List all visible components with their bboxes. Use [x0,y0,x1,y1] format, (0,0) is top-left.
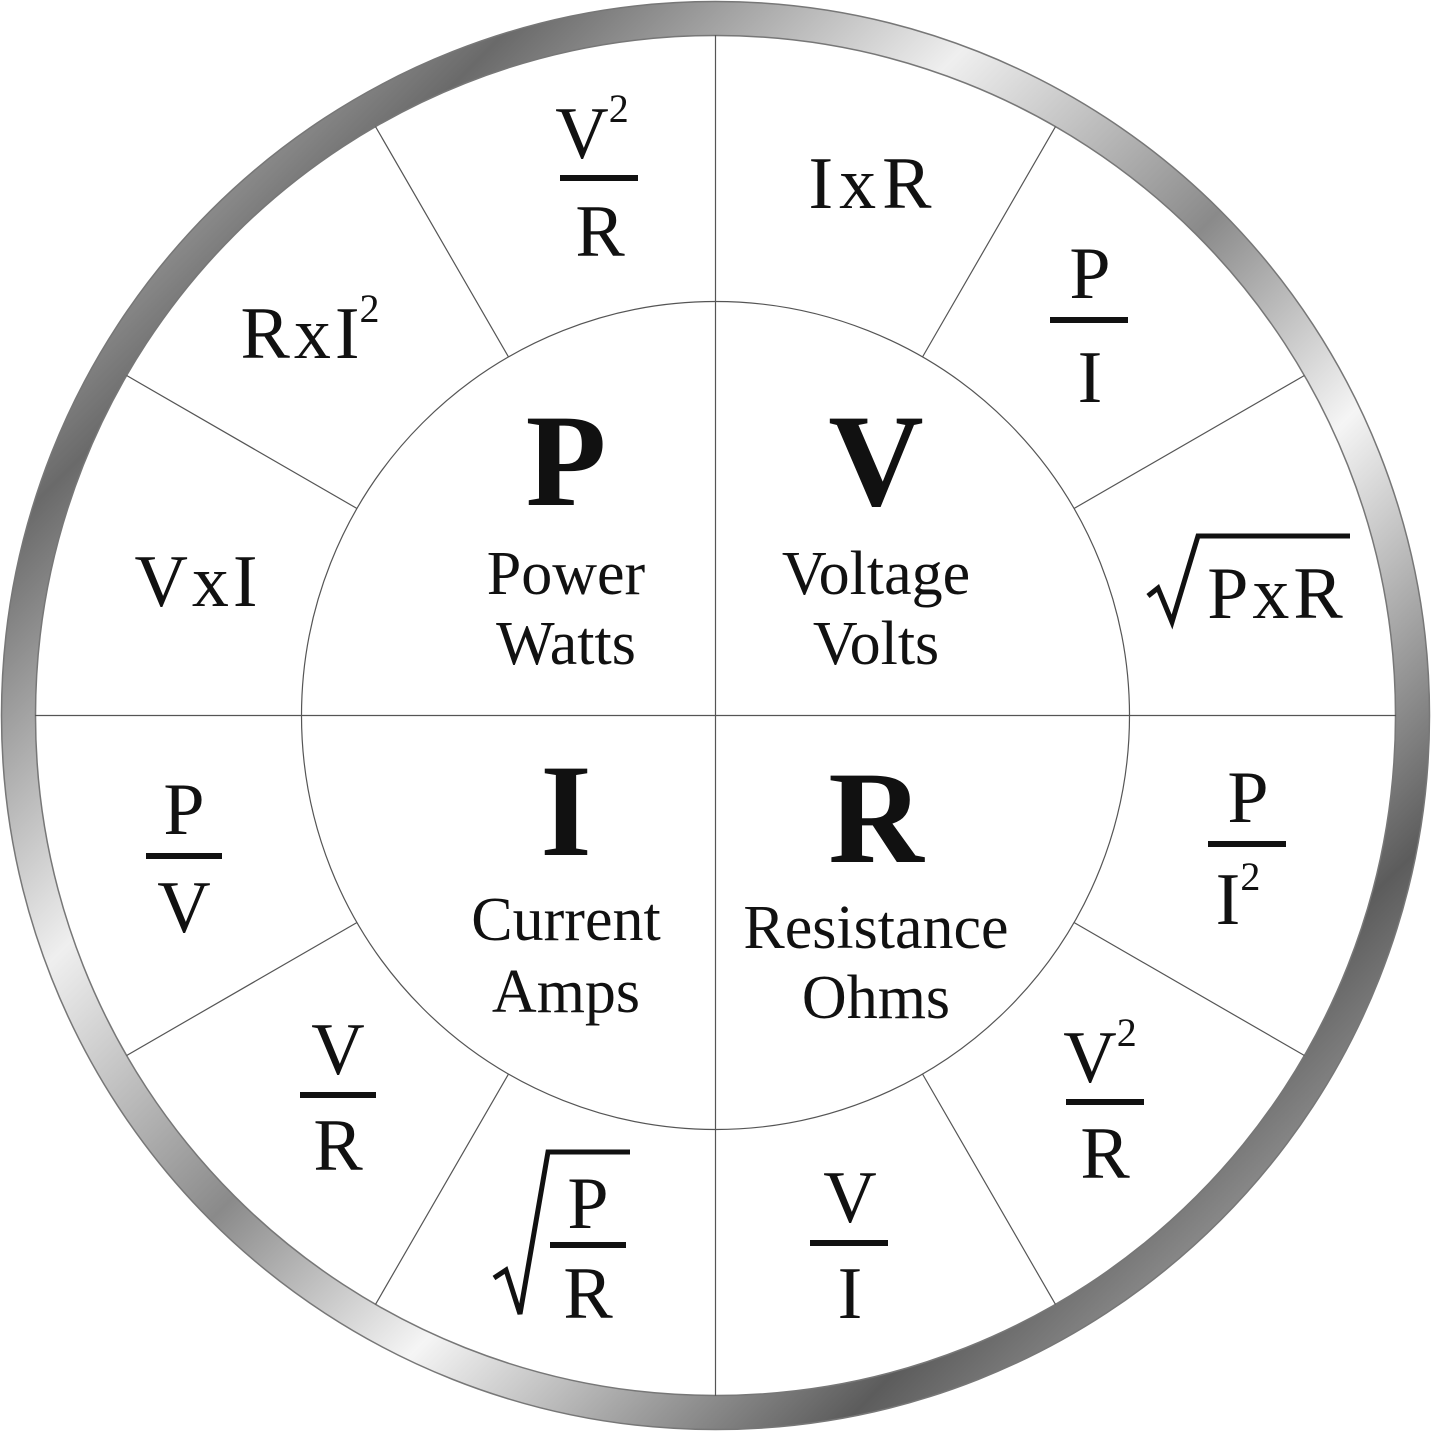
radical-sign [492,1149,630,1315]
formula-v-squared-over-r-upper: V2 R [555,86,638,273]
quadrant-current: I Current Amps [471,737,660,1026]
power-letter: P [526,387,607,534]
svg-text:I2: I2 [1216,854,1261,941]
numerator: P [1069,233,1110,315]
denominator: R [575,191,625,273]
formula-operand: P [1207,553,1248,635]
quadrant-power: P Power Watts [487,387,646,678]
numerator: V [823,1157,876,1239]
formula-p-over-i: P I [1050,233,1128,419]
denominator: R [563,1253,613,1335]
resistance-unit: Ohms [802,964,950,1032]
sector-dividers [126,126,1305,1305]
denominator: R [313,1105,363,1187]
formula-sqrt-p-times-r: PxR [1146,533,1350,635]
formula-v-over-i: V I [810,1157,888,1335]
formula-operand: I [335,293,360,375]
svg-text:IxR: IxR [808,143,932,225]
voltage-letter: V [828,387,923,534]
sector-divider [1073,921,1305,1057]
numerator: P [1227,757,1268,839]
sector-divider [126,921,358,1057]
exponent: 2 [1117,1010,1137,1055]
formula-operand: I [233,541,258,623]
formula-operand: I [808,143,833,225]
numerator: V [311,1009,364,1091]
sector-divider [374,126,510,358]
formula-i-times-r: IxR [808,143,932,225]
sector-divider [1073,374,1305,510]
numerator: V [555,93,608,175]
svg-text:PxR: PxR [1207,553,1343,635]
formula-operator: x [839,143,876,225]
formula-operand: R [1293,553,1343,635]
exponent: 2 [1240,854,1260,899]
sector-divider [126,374,358,510]
exponent: 2 [360,286,380,331]
formula-operator: x [192,541,229,623]
current-letter: I [540,737,591,884]
quadrant-voltage: V Voltage Volts [782,387,970,678]
voltage-name: Voltage [782,540,970,608]
sector-divider [374,1073,510,1305]
denominator: I [838,1253,863,1335]
svg-text:V2: V2 [555,86,628,175]
formula-operator: x [294,293,331,375]
denominator: V [157,867,210,949]
numerator: V [1063,1017,1116,1099]
resistance-letter: R [828,744,925,891]
svg-text:VxI: VxI [134,541,257,623]
denominator: I [1078,337,1103,419]
denominator: R [1080,1113,1130,1195]
formula-p-over-i-squared: P I2 [1208,757,1286,941]
voltage-unit: Volts [813,610,939,678]
current-name: Current [471,886,660,954]
formula-p-over-v: P V [146,769,222,949]
current-unit: Amps [492,958,640,1026]
resistance-name: Resistance [743,894,1008,962]
power-name: Power [487,540,646,608]
power-unit: Watts [496,610,636,678]
formula-v-over-r: V R [300,1009,376,1187]
sector-divider [921,126,1057,358]
radical-sign [1146,533,1350,630]
svg-text:V2: V2 [1063,1010,1136,1099]
denominator: I [1216,859,1241,941]
formula-operand: V [134,541,187,623]
numerator: P [163,769,204,851]
sector-divider [921,1073,1057,1305]
formula-r-times-i-squared: RxI2 [240,286,379,375]
quadrant-resistance: R Resistance Ohms [743,744,1008,1032]
formula-operand: R [240,293,290,375]
formula-operand: R [882,143,932,225]
formula-sqrt-p-over-r: P R [492,1149,630,1335]
numerator: P [567,1163,608,1245]
formula-v-times-i: VxI [134,541,257,623]
formula-v-squared-over-r-lower: V2 R [1063,1010,1144,1195]
formula-operator: x [1252,553,1289,635]
svg-text:RxI2: RxI2 [240,286,379,375]
exponent: 2 [609,86,629,131]
